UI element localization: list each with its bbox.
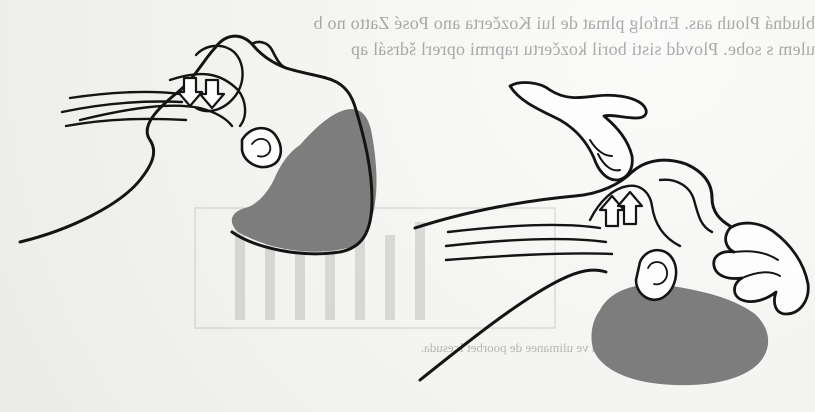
- left-head-figure: [20, 36, 377, 254]
- left-airway-lower: [80, 106, 232, 126]
- left-ear: [242, 128, 281, 167]
- right-ear: [636, 250, 676, 300]
- down-arrow-icon: [200, 80, 224, 108]
- right-head-figure: [415, 83, 808, 386]
- right-neck-lower: [420, 270, 606, 380]
- right-trachea-1: [448, 225, 600, 232]
- upper-hand: [510, 83, 646, 180]
- left-face-profile: [252, 42, 286, 68]
- right-trachea-3: [446, 253, 612, 260]
- right-tongue: [660, 180, 712, 232]
- left-trachea-1: [70, 92, 180, 98]
- right-trachea-2: [446, 239, 606, 246]
- right-head-outline: [415, 160, 730, 228]
- left-down-arrows: [178, 78, 224, 108]
